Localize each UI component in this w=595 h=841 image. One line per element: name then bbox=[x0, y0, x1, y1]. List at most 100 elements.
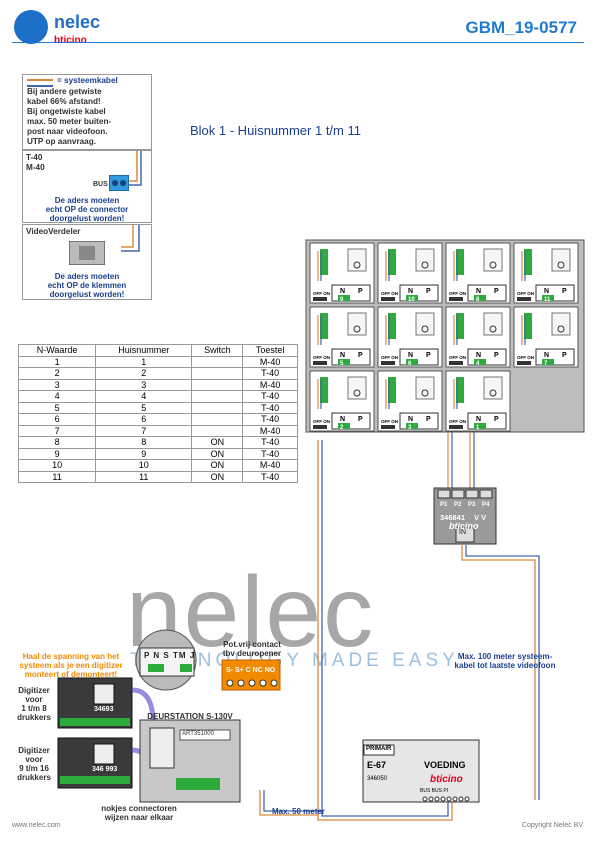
n-value-label: 5 bbox=[340, 361, 344, 367]
door-station-label: DEURSTATION S-130V bbox=[147, 712, 233, 721]
p-label: P bbox=[358, 352, 363, 359]
annotations-nokjes-line: nokjes connectoren bbox=[101, 804, 177, 813]
off-on-switch bbox=[313, 297, 327, 301]
table-cell: T-40 bbox=[242, 470, 298, 483]
distributor-port bbox=[437, 489, 451, 499]
n-value-switch bbox=[542, 359, 554, 365]
n-value-label: 8 bbox=[476, 297, 480, 303]
videophone-connector bbox=[320, 313, 328, 339]
videophone-button bbox=[353, 261, 361, 269]
n-label: N bbox=[476, 416, 481, 423]
videophone-button bbox=[353, 325, 361, 333]
notes-cable_lines-line: Bij andere getwiste bbox=[27, 87, 102, 96]
annotations-spanning-line: Haal de spanning van het bbox=[22, 652, 120, 661]
notes-vv_warning-line: De aders moeten bbox=[54, 272, 120, 281]
p-label: P bbox=[426, 288, 431, 295]
off-on-label: OFF ON bbox=[449, 291, 466, 296]
np-switch bbox=[535, 284, 575, 302]
n-value-switch bbox=[338, 423, 350, 429]
n-value-switch bbox=[406, 359, 418, 365]
off-on-switch bbox=[381, 361, 395, 365]
videophone-button bbox=[421, 389, 429, 397]
off-on-label: OFF ON bbox=[313, 355, 330, 360]
off-on-label: OFF ON bbox=[313, 419, 330, 424]
videophone-button bbox=[557, 325, 565, 333]
off-on-label: OFF ON bbox=[517, 291, 534, 296]
videophone-handset bbox=[551, 312, 571, 336]
notes-tm_warning-line: echt OP de connector bbox=[45, 205, 129, 214]
np-switch bbox=[467, 412, 507, 430]
footer-copyright: Copyright Nelec BV bbox=[521, 822, 583, 829]
off-on-switch bbox=[381, 297, 395, 301]
voeding-terminal bbox=[428, 796, 434, 802]
off-on-label: OFF ON bbox=[449, 419, 466, 424]
np-switch bbox=[399, 284, 439, 302]
cable-legend-label: = systeemkabel bbox=[57, 76, 118, 85]
videophone-button bbox=[489, 389, 497, 397]
np-switch bbox=[399, 412, 439, 430]
off-on-label: OFF ON bbox=[517, 355, 534, 360]
videophone-handset bbox=[347, 312, 367, 336]
distributor-in-label: IN bbox=[459, 529, 466, 536]
tm-title-2: M-40 bbox=[26, 163, 45, 172]
videophone-connector bbox=[456, 249, 464, 275]
n-value-switch bbox=[474, 359, 486, 365]
p-label: P bbox=[358, 416, 363, 423]
distributor-port bbox=[479, 489, 493, 499]
n-label: N bbox=[476, 352, 481, 359]
notes-cable_lines-line: Bij ongetwiste kabel bbox=[27, 107, 106, 116]
distributor-port-label: P2 bbox=[454, 502, 462, 508]
n-value-switch bbox=[542, 295, 554, 301]
annotations-digitizer1-line: Digitizer bbox=[18, 686, 50, 695]
n-value-label: 3 bbox=[408, 425, 412, 431]
np-switch bbox=[535, 348, 575, 366]
distributor-port bbox=[451, 489, 465, 499]
voeding-terminal bbox=[440, 796, 446, 802]
max-50-label: Max. 50 meter bbox=[272, 807, 325, 816]
videophone-button bbox=[421, 325, 429, 333]
videophone-handset bbox=[551, 248, 571, 272]
header-divider bbox=[12, 42, 584, 43]
voeding-brand: bticino bbox=[430, 774, 463, 785]
notes-vv_warning-line: echt OP de klemmen bbox=[47, 281, 127, 290]
videophone-connector bbox=[456, 377, 464, 403]
distributor-port-label: P4 bbox=[482, 502, 490, 508]
n-label: N bbox=[340, 288, 345, 295]
vv-block-icon bbox=[69, 241, 105, 265]
digitizer-1 bbox=[57, 677, 133, 729]
off-on-label: OFF ON bbox=[381, 355, 398, 360]
videophone-connector bbox=[456, 313, 464, 339]
off-on-label: OFF ON bbox=[449, 355, 466, 360]
document-number: GBM_19-0577 bbox=[465, 18, 577, 37]
videophone-connector bbox=[320, 377, 328, 403]
notes-vv_warning-line: doorgelust worden! bbox=[49, 290, 125, 299]
np-switch bbox=[467, 284, 507, 302]
videophone-handset bbox=[415, 312, 435, 336]
p-label: P bbox=[494, 288, 499, 295]
vv-title: VideoVerdeler bbox=[26, 227, 81, 236]
annotations-max100-line: kabel tot laatste videofoon bbox=[454, 661, 556, 670]
off-on-label: OFF ON bbox=[381, 419, 398, 424]
tm-title-1: T-40 bbox=[26, 153, 43, 162]
footer-url: www.nelec.com bbox=[12, 822, 61, 829]
door-station-model: ART351000 bbox=[182, 731, 214, 737]
voeding-terminal bbox=[422, 796, 428, 802]
np-switch bbox=[467, 348, 507, 366]
videophone-connector bbox=[320, 249, 328, 275]
videophone-handset bbox=[347, 376, 367, 400]
annotations-spanning-line: monteert of demonteert! bbox=[24, 670, 118, 679]
off-on-switch bbox=[517, 361, 531, 365]
np-switch bbox=[331, 412, 371, 430]
relay-terminal bbox=[226, 679, 234, 687]
p-label: P bbox=[562, 288, 567, 295]
n-value-switch bbox=[338, 359, 350, 365]
